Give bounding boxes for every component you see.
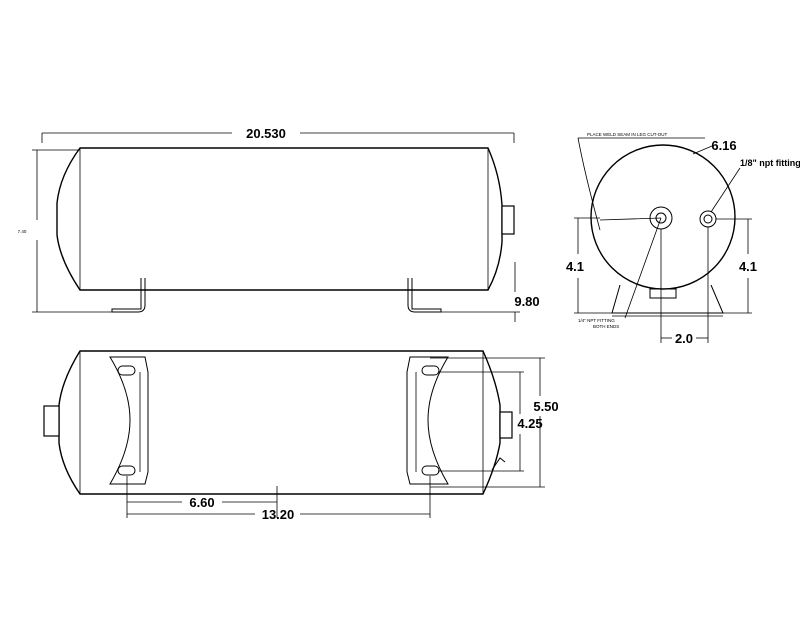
port-note-line1: 1/4" NPT FITTING [578, 318, 615, 323]
fitting-inner [703, 214, 713, 224]
full-span-label: 13.20 [262, 507, 295, 522]
fitting-outer [699, 210, 717, 228]
end-right-height-label: 4.1 [739, 259, 757, 274]
center-line-left [599, 217, 662, 221]
fitting-leader [710, 167, 741, 213]
top-view-tank-body [58, 350, 501, 495]
overall-length-label: 20.530 [246, 126, 286, 141]
top-view-left-fitting [43, 405, 60, 437]
outer-slot-label: 5.50 [533, 399, 558, 414]
port-note-line2: BOTH ENDS [593, 324, 619, 329]
left-height-note: 7.40 [18, 229, 27, 234]
left-mount-slot-top [117, 365, 136, 376]
port-spacing-label: 2.0 [675, 331, 693, 346]
top-view-right-fitting [499, 411, 513, 439]
side-view-left-bracket [111, 278, 146, 313]
fitting-label: 1/8" npt fitting [740, 158, 800, 168]
diameter-leader [692, 145, 713, 155]
weld-note-leader [577, 137, 601, 231]
diameter-label: 6.16 [711, 138, 736, 153]
end-view-stand [611, 284, 724, 314]
stand-cutout [649, 288, 677, 299]
inner-slot-label: 4.25 [517, 416, 542, 431]
right-mount-slot-top [421, 365, 440, 376]
left-mount-foot [109, 356, 149, 485]
top-view-small-fitting [491, 457, 506, 471]
side-view-tank-body [56, 147, 503, 291]
right-mount-foot [406, 356, 449, 485]
half-span-label: 6.60 [189, 495, 214, 510]
side-view-right-bracket [407, 278, 442, 313]
side-view: 20.530 7.40 9.80 [18, 126, 540, 322]
left-mount-slot-bottom [117, 465, 136, 476]
side-view-end-fitting [501, 205, 515, 235]
end-view-tank-circle [590, 144, 736, 290]
port-note-leader [624, 217, 662, 319]
right-mount-slot-bottom [421, 465, 440, 476]
end-view: 6.16 1/8" npt fitting PLACE WELD SEAM IN… [566, 132, 800, 346]
weld-note: PLACE WELD SEAM IN LEG CUT-OUT [587, 132, 668, 137]
bracket-offset-label: 9.80 [514, 294, 539, 309]
end-left-height-label: 4.1 [566, 259, 584, 274]
top-view: 5.50 4.25 6.60 13.20 [43, 350, 559, 522]
